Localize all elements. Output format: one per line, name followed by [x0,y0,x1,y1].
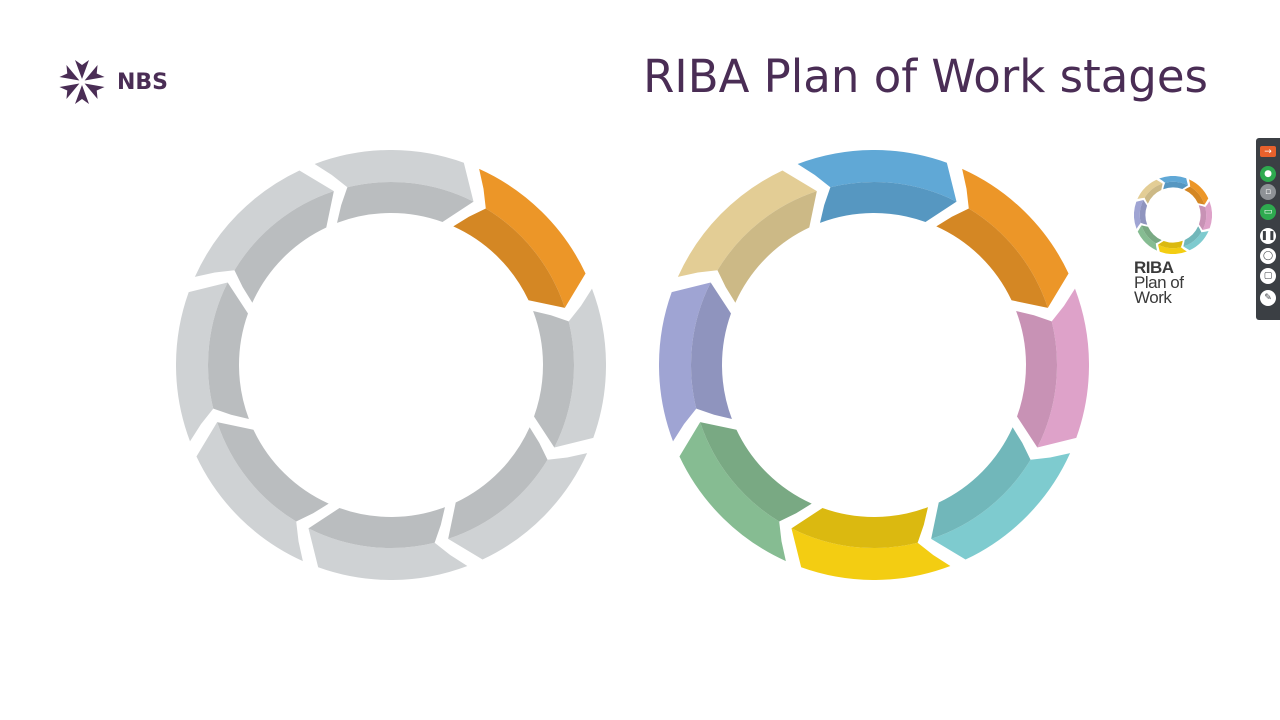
stage-segment-inner [1158,240,1183,249]
stage-segment [791,507,951,580]
stage-segment-outer [659,282,711,442]
stage-segment [679,422,812,562]
stage-segment-inner [533,311,575,448]
stage-segment-inner [1198,205,1207,230]
nbs-logo: NBS [57,57,168,107]
stage-segment [1158,240,1187,254]
stage-segment-outer [1134,200,1144,229]
stage-segment-outer [196,422,303,562]
stage-segment [931,427,1071,560]
stage-segment-outer [176,282,228,442]
stage-ring-complete [659,150,1089,580]
stage-segment-outer [677,170,817,277]
stage-segment [1184,179,1209,205]
meeting-toolbar: → ● ▫ ▭ ❚❚ ◯ ▢ ✎ [1256,138,1280,320]
logo-petal [59,83,80,100]
screen-share-icon[interactable]: ▭ [1260,204,1276,220]
page-title: RIBA Plan of Work stages [643,50,1208,103]
stage-segment-inner [1016,311,1058,448]
stage-ring-inactive [176,150,606,580]
mouse-icon[interactable]: ◯ [1260,248,1276,264]
pen-icon[interactable]: ✎ [1260,290,1276,306]
stage-segment [176,282,249,442]
stage-segment-outer [1183,230,1209,251]
stage-segment-outer [308,528,468,580]
stage-segment-inner [1163,181,1188,190]
pause-icon[interactable]: ❚❚ [1260,228,1276,244]
stage-segment-outer [1137,179,1163,200]
stage-segment-outer [448,453,588,560]
stage-segment-inner [936,208,1048,308]
logo-petal [75,60,89,79]
logo-text: NBS [117,69,169,95]
stage-segment-outer [314,150,474,202]
riba-ring-icon [1134,176,1212,254]
stage-segment-outer [554,288,606,448]
stage-segment [677,170,817,303]
stage-segment-outer [1137,225,1158,251]
stage-segment-outer [1188,179,1209,205]
stage-segment [533,288,606,448]
stage-segment [797,150,957,223]
nbs-logo-mark-icon [59,60,105,104]
stage-segment [1137,179,1163,204]
stage-segment-inner [448,427,548,539]
microphone-icon[interactable]: ● [1260,166,1276,182]
stage-segment [1198,201,1212,230]
stage-segment [1183,226,1209,251]
stage-segment [1137,225,1162,251]
stage-segment [1016,288,1089,448]
stage-segment-outer [797,150,957,202]
stage-segment [196,422,329,562]
stage-segment-outer [679,422,786,562]
stage-segment-inner [217,422,329,522]
stage-segment-inner [820,181,957,223]
stage-segment-outer [1037,288,1089,448]
stage-segment-inner [337,181,474,223]
stage-segment-inner [1141,225,1162,244]
stage-segment-outer [791,528,951,580]
stage-segment-outer [931,453,1071,560]
badge-line-1: RIBA [1134,258,1174,277]
stage-segment-inner [690,282,732,419]
camera-icon[interactable]: ▫ [1260,184,1276,200]
stage-segment-inner [1183,226,1202,247]
stage-segment-outer [1158,244,1187,254]
chat-icon[interactable]: ▢ [1260,268,1276,284]
stage-segment-inner [1144,183,1163,204]
stage-segment-inner [453,208,565,308]
stage-segment-inner [791,507,928,549]
stage-segment-inner [1184,186,1205,205]
stage-segment-outer [1202,201,1212,230]
stage-segment-inner [931,427,1031,539]
stage-segment-inner [1139,200,1148,225]
logo-petal [59,64,80,81]
stage-segment-inner [207,282,249,419]
stage-segment-outer [194,170,334,277]
logo-petal [84,83,105,100]
badge-line-3: Work [1134,288,1172,307]
stage-segment-outer [479,168,586,308]
stage-segment [659,282,732,442]
stage-segment-outer [962,168,1069,308]
stage-segment-inner [700,422,812,522]
stage-segment [308,507,468,580]
stage-segment-inner [308,507,445,549]
stage-segment [453,168,586,308]
stage-segment [194,170,334,303]
stage-segment-inner [717,191,817,303]
stage-segment-inner [234,191,334,303]
stage-segment [936,168,1069,308]
logo-petal [75,85,89,104]
stage-segment [1134,200,1148,229]
stage-segment [448,427,588,560]
logo-petal [84,64,105,81]
riba-plan-of-work-logo: RIBA Plan of Work [1134,176,1214,307]
stage-segment-outer [1159,176,1188,186]
exit-icon[interactable]: → [1260,146,1276,157]
stage-segment [1159,176,1188,190]
stage-segment [314,150,474,223]
badge-line-2: Plan of [1134,273,1184,292]
